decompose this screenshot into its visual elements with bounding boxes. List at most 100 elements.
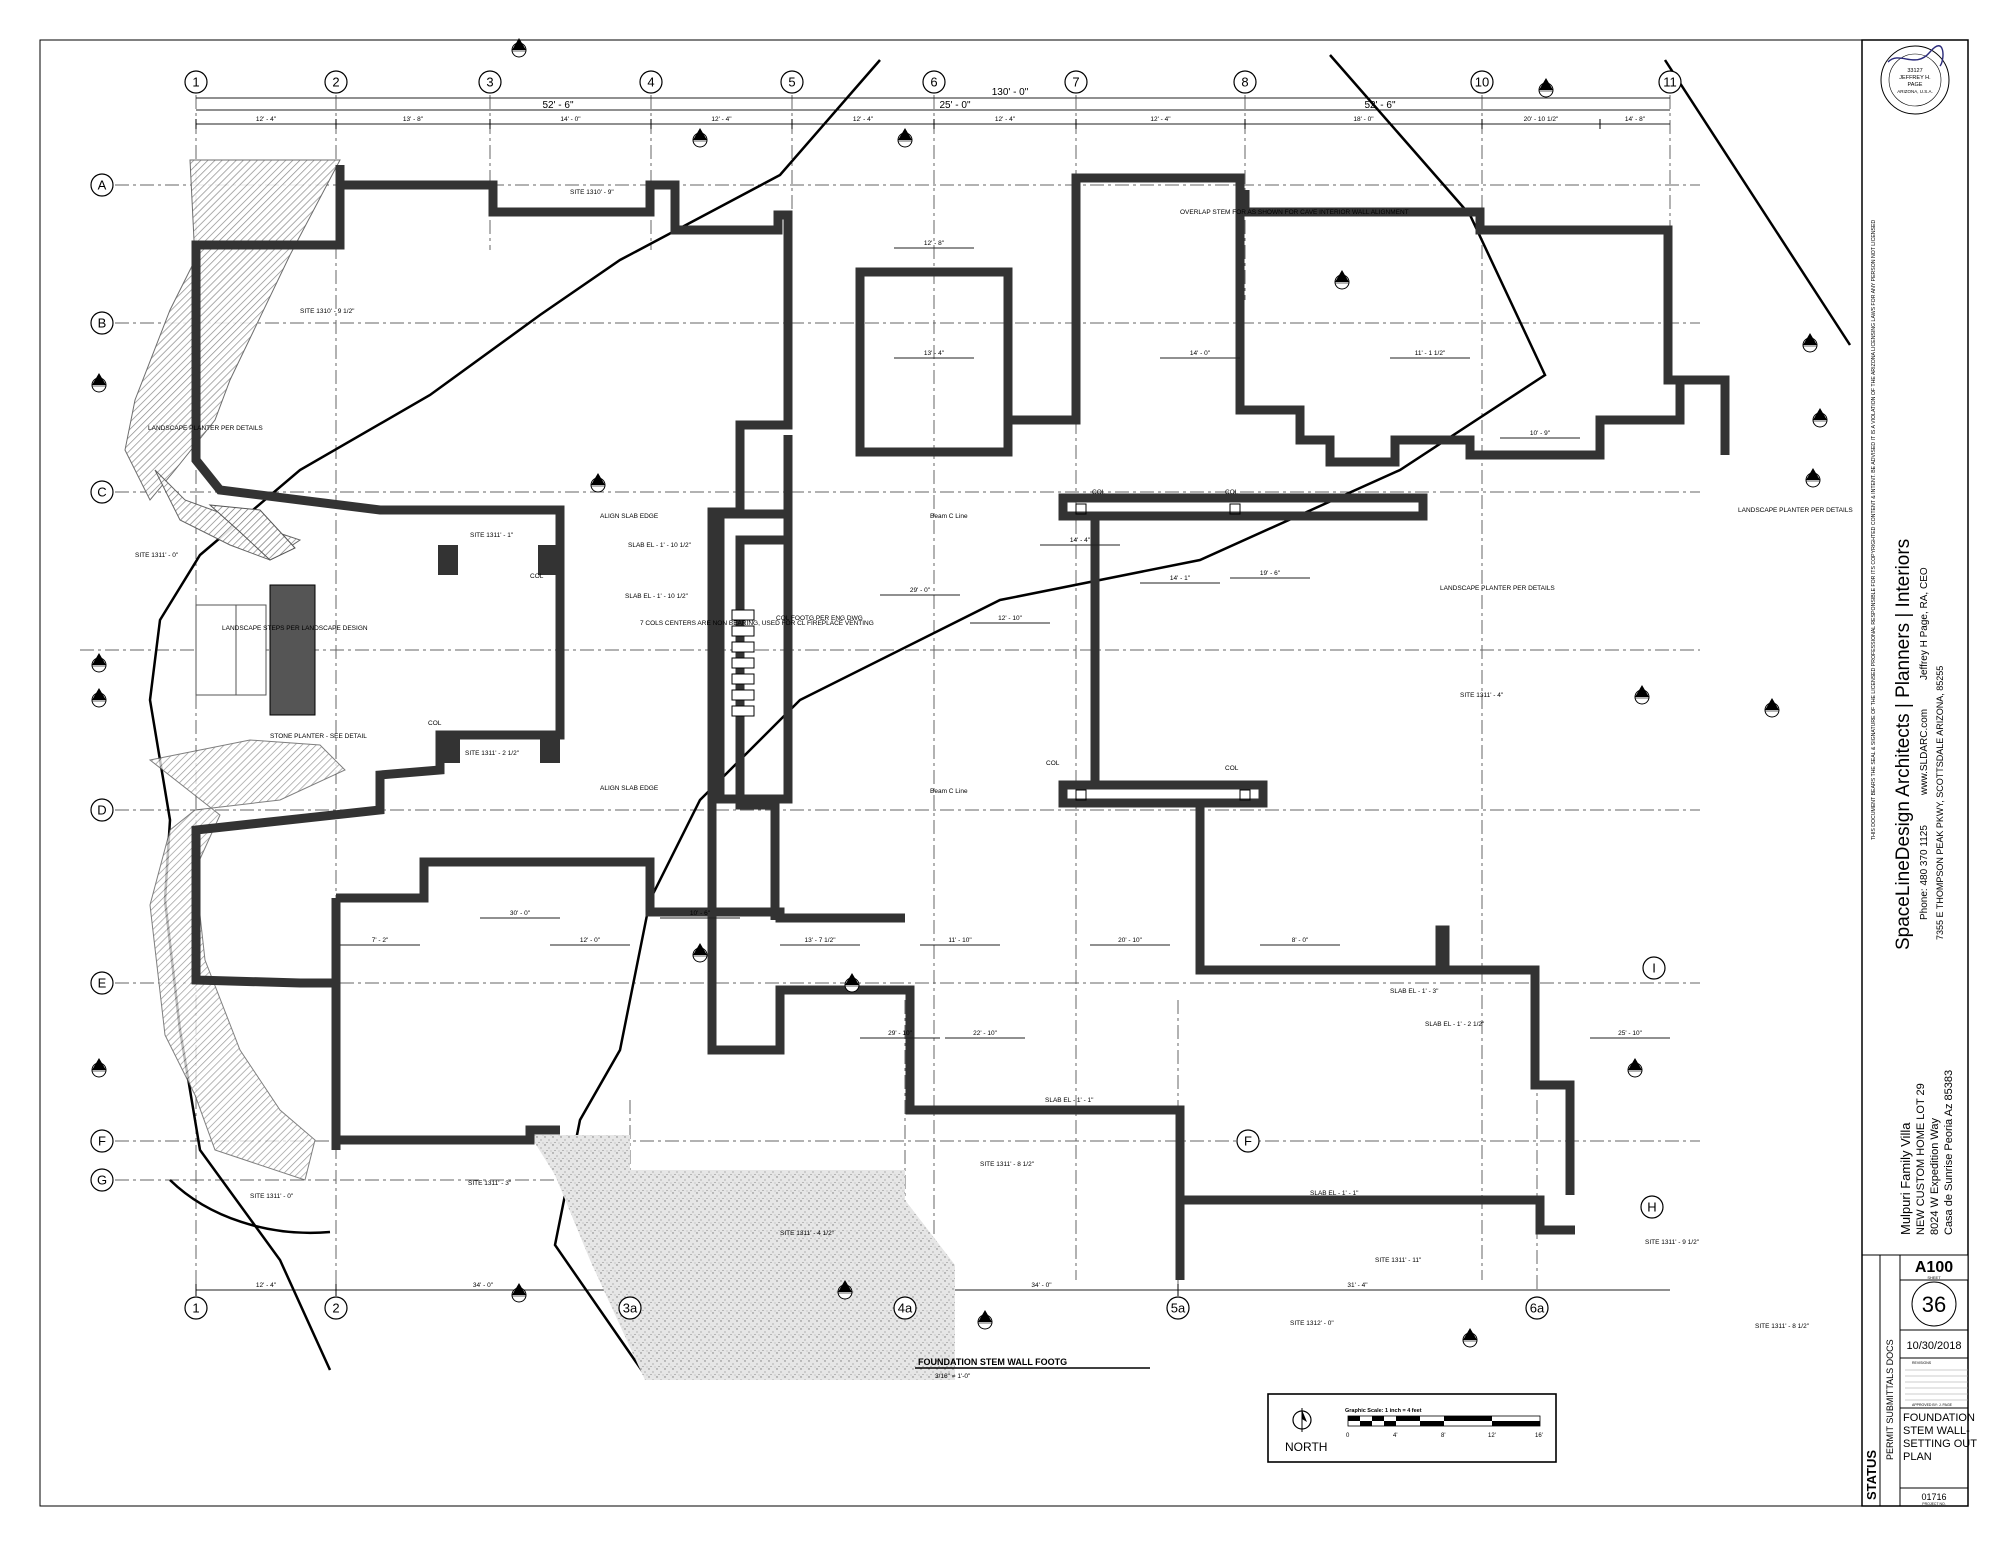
grid-col-label: 4a [898, 1301, 913, 1316]
dim-bottom-segment: 34' - 0" [473, 1282, 494, 1289]
project-city: Casa de Sunrise Peoria Az 85383 [1943, 1070, 1955, 1235]
section-markers [91, 38, 1828, 1348]
grid-bubble-row: G [90, 1168, 114, 1192]
grid-row-label: A [98, 178, 107, 193]
firm-name: SpaceLineDesign Architects | Planners | … [1893, 539, 1914, 950]
grid-col-label: 3 [486, 75, 493, 90]
sheet-title-line: PLAN [1903, 1451, 1932, 1463]
sheet-title-line: STEM WALL- [1903, 1425, 1970, 1437]
dim-inner: 11' - 10" [948, 937, 972, 944]
dim-bottom-segment: 34' - 0" [1031, 1282, 1052, 1289]
section-marker-icon [1538, 78, 1554, 98]
dim-inner: 10' - 9" [1530, 430, 1551, 437]
grid-bubble-col-bottom: 6a [1525, 1296, 1549, 1320]
graphic-scale-label: Graphic Scale: 1 inch = 4 feet [1345, 1408, 1422, 1414]
grid-bubble-col: 1 [184, 70, 208, 94]
section-marker-icon [1634, 685, 1650, 705]
columns [438, 503, 1251, 801]
dim-center: 25' - 0" [939, 100, 970, 111]
grid-row-label: H [1647, 1200, 1656, 1215]
seal-line: JEFFREY H. [1899, 75, 1931, 81]
north-arrow-block: NORTH Graphic Scale: 1 inch = 4 feet 0 4… [1267, 1393, 1557, 1463]
dim-top-segment: 14' - 0" [560, 116, 581, 123]
section-marker-icon [1812, 408, 1828, 428]
sheet-date: 10/30/2018 [1906, 1340, 1961, 1352]
note-col: COL [428, 720, 442, 727]
grid-col-label: 5 [788, 75, 795, 90]
project-name: Mulpuri Family Villa [1898, 1122, 1913, 1235]
dim-inner: 12' - 0" [580, 937, 601, 944]
grid-col-label: 5a [1171, 1301, 1186, 1316]
grid-bubble-col: 11 [1658, 70, 1682, 94]
grid-col-label: 2 [332, 75, 339, 90]
note-planter: LANDSCAPE PLANTER PER DETAILS [1440, 585, 1555, 592]
note-steps: LANDSCAPE STEPS PER LANDSCAPE DESIGN [222, 625, 368, 632]
section-marker-icon [1764, 698, 1780, 718]
site-label: SITE 1310' - 9" [570, 189, 614, 196]
project-number-label: PROJECT NO. [1922, 1502, 1945, 1506]
title-block: 33127 JEFFREY H. PAGE ARIZONA, U.S.A. TH… [1861, 39, 1977, 1507]
dim-top-segment: 14' - 8" [1625, 116, 1646, 123]
site-label: SITE 1311' - 0" [250, 1193, 294, 1200]
note-align-slab: ALIGN SLAB EDGE [600, 513, 659, 520]
dim-inner: 13' - 7 1/2" [804, 937, 836, 944]
dim-top-segment: 12' - 4" [256, 116, 277, 123]
project-address: 8024 W Expedition Way [1929, 1118, 1941, 1235]
grid-col-label: 1 [192, 75, 199, 90]
grid-col-label: 6 [930, 75, 937, 90]
grid-bubble-row: B [90, 311, 114, 335]
slab-label: SLAB EL - 1' - 10 1/2" [625, 593, 689, 600]
dim-inner: 20' - 10" [1118, 937, 1142, 944]
note-planter: LANDSCAPE PLANTER PER DETAILS [1738, 507, 1853, 514]
section-marker-icon [692, 128, 708, 148]
site-label: SITE 1310' - 9 1/2" [300, 308, 355, 315]
note-stone-planter: STONE PLANTER - SEE DETAIL [270, 733, 367, 740]
sheet-title-line: FOUNDATION [1903, 1412, 1975, 1424]
dim-inner: 12' - 8" [924, 240, 945, 247]
top-dimensions: 130' - 0" 52' - 6" 25' - 0" 52' - 6" 12'… [195, 87, 1670, 1296]
dim-top-segment: 18' - 0" [1353, 116, 1374, 123]
grid-bubble-col: 10 [1470, 70, 1494, 94]
grid-bubble-col-bottom: 5a [1166, 1296, 1190, 1320]
status-value: PERMIT SUBMITTALS DOCS [1885, 1339, 1895, 1460]
revisions-label: REVISIONS [1912, 1361, 1932, 1365]
site-label: SITE 1311' - 1" [470, 532, 514, 539]
scale-tick: 16' [1535, 1433, 1543, 1439]
professional-seal: 33127 JEFFREY H. PAGE ARIZONA, U.S.A. [1880, 45, 1950, 115]
firm-phone: Phone: 480 370 1125 [1919, 825, 1930, 920]
site-label: SITE 1312' - 0" [1290, 1320, 1334, 1327]
sheet-label: SHEET [1927, 1275, 1941, 1280]
dim-inner: 14' - 4" [1070, 537, 1091, 544]
grid-col-label: 3a [623, 1301, 638, 1316]
grid-col-label: 2 [332, 1301, 339, 1316]
patio-stipple [530, 1135, 955, 1380]
note-cols: 7 COLS CENTERS ARE NON BEARING, USED FOR… [640, 620, 874, 627]
section-marker-icon [977, 1310, 993, 1330]
revision-rows [1905, 1369, 1968, 1401]
grid-row-label: B [98, 316, 107, 331]
section-marker-icon [91, 688, 107, 708]
north-label: NORTH [1285, 1440, 1327, 1454]
scale-tick: 4' [1393, 1433, 1397, 1439]
section-marker-icon [844, 973, 860, 993]
annotations: SITE 1310' - 9" SITE 1310' - 9 1/2" SITE… [135, 189, 1853, 1330]
slab-label: SLAB EL - 1' - 10 1/2" [628, 542, 692, 549]
dim-top-segment: 12' - 4" [995, 116, 1016, 123]
dim-inner: 29' - 10" [888, 1030, 912, 1037]
disclaimer-text: THIS DOCUMENT BEARS THE SEAL & SIGNATURE… [1871, 220, 1877, 840]
dim-right-half: 52' - 6" [1364, 100, 1395, 111]
slab-label: SLAB EL - 1' - 2 1/2" [1425, 1021, 1485, 1028]
grid-bubble-col: 8 [1233, 70, 1257, 94]
dim-inner: 14' - 1" [1170, 575, 1191, 582]
status-label: STATUS [1864, 1450, 1879, 1500]
section-marker-icon [1334, 270, 1350, 290]
section-marker-icon [1627, 1058, 1643, 1078]
section-marker-icon [91, 373, 107, 393]
section-marker-icon [91, 1058, 107, 1078]
dim-left-half: 52' - 6" [542, 100, 573, 111]
grid-col-label: 6a [1530, 1301, 1545, 1316]
dim-top-segment: 13' - 8" [403, 116, 424, 123]
section-marker-icon [1462, 1328, 1478, 1348]
grid-row-label: F [98, 1134, 106, 1149]
